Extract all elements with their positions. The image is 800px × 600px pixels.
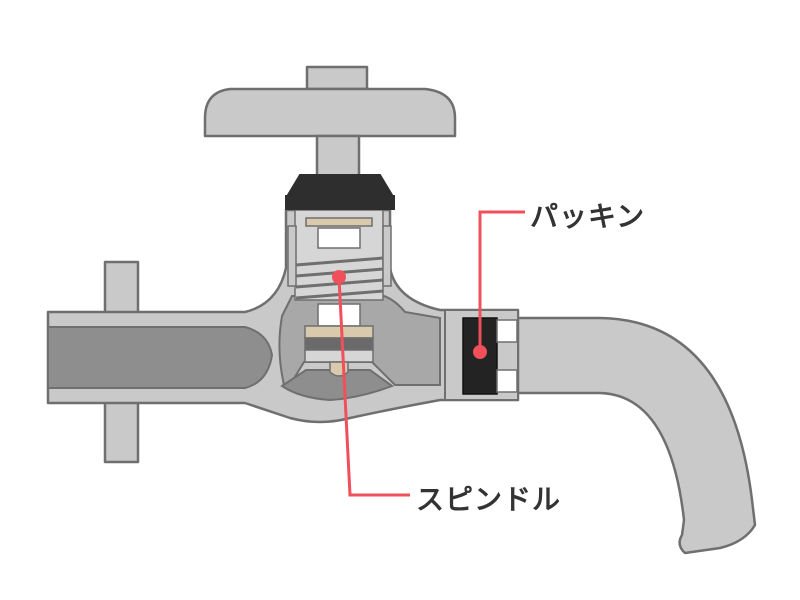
packing-assembly bbox=[444, 309, 519, 401]
spindle-label: スピンドル bbox=[416, 483, 562, 516]
leader-lines bbox=[337, 210, 525, 497]
handle-top-knob bbox=[305, 65, 369, 91]
thread-right-notch bbox=[382, 225, 392, 287]
packing-leader bbox=[478, 210, 525, 352]
spindle-lower-beige bbox=[304, 325, 374, 339]
spindle-washer-dark bbox=[304, 337, 374, 351]
packing-marker bbox=[473, 345, 487, 359]
spindle-washer-light bbox=[304, 349, 374, 363]
water-channel bbox=[47, 326, 274, 389]
spindle-window bbox=[317, 227, 361, 249]
packing-label: パッキン bbox=[530, 200, 646, 233]
handle-stem bbox=[315, 134, 361, 180]
spindle-assembly bbox=[285, 174, 395, 377]
faucet-handle bbox=[203, 87, 457, 138]
spout bbox=[516, 316, 757, 555]
packing-white-top bbox=[496, 319, 518, 343]
bonnet-cap-band bbox=[285, 195, 395, 210]
valve-seat bbox=[280, 369, 395, 402]
spindle-shaft-white bbox=[317, 303, 361, 327]
packing-white-bottom bbox=[496, 369, 518, 393]
spindle-upper-beige bbox=[305, 217, 373, 227]
spindle-leader bbox=[337, 276, 410, 497]
bonnet-cap bbox=[286, 174, 394, 196]
spindle-marker bbox=[332, 270, 346, 284]
thread-left-notch bbox=[287, 225, 297, 287]
